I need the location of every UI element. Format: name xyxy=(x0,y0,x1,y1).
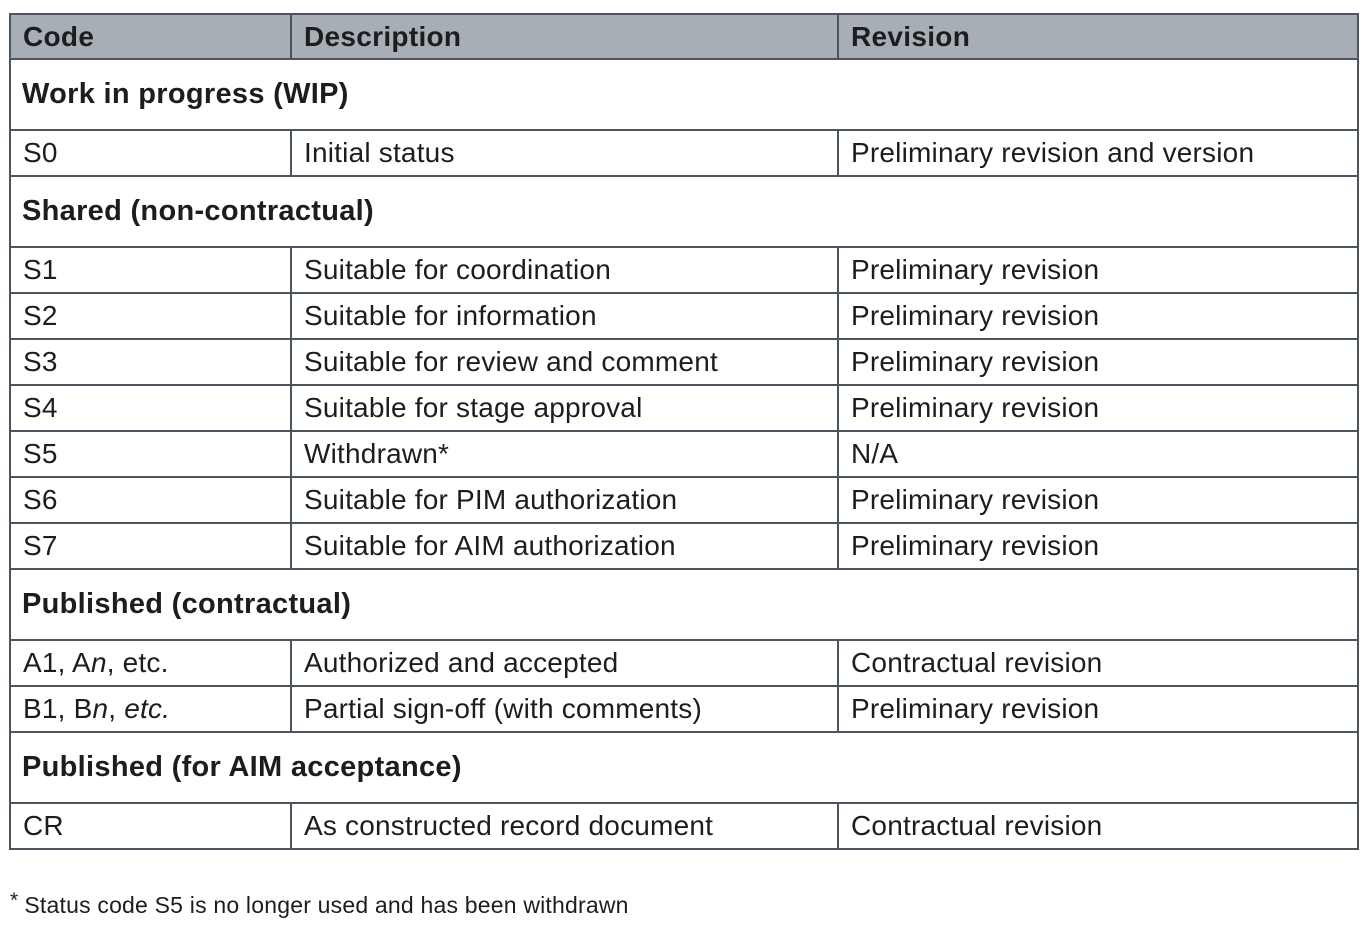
cell-code: S5 xyxy=(9,430,292,478)
cell-code: S4 xyxy=(9,384,292,432)
code-segment: S1 xyxy=(23,254,58,285)
cell-code: S7 xyxy=(9,522,292,570)
table-header-row: Code Description Revision xyxy=(9,13,1359,60)
cell-revision: Preliminary revision xyxy=(837,292,1359,340)
cell-description: Initial status xyxy=(290,129,839,177)
section-title: Shared (non-contractual) xyxy=(9,175,1359,248)
code-segment: S4 xyxy=(23,392,58,423)
code-segment: CR xyxy=(23,810,64,841)
section-header-row: Published (contractual) xyxy=(9,568,1359,641)
cell-description: Withdrawn* xyxy=(290,430,839,478)
cell-description: Suitable for PIM authorization xyxy=(290,476,839,524)
cell-revision: Preliminary revision and version xyxy=(837,129,1359,177)
cell-description: Suitable for review and comment xyxy=(290,338,839,386)
code-segment: S5 xyxy=(23,438,58,469)
cell-revision: Contractual revision xyxy=(837,802,1359,850)
code-segment: A1, A xyxy=(23,647,91,678)
section-header-row: Published (for AIM acceptance) xyxy=(9,731,1359,804)
footnote-text: Status code S5 is no longer used and has… xyxy=(24,892,629,918)
cell-description: Suitable for stage approval xyxy=(290,384,839,432)
cell-description: As constructed record document xyxy=(290,802,839,850)
section-title: Published (contractual) xyxy=(9,568,1359,641)
code-segment: , etc. xyxy=(106,647,169,678)
cell-description: Suitable for AIM authorization xyxy=(290,522,839,570)
cell-code: S6 xyxy=(9,476,292,524)
cell-revision: Preliminary revision xyxy=(837,522,1359,570)
cell-code: S1 xyxy=(9,246,292,294)
cell-revision: Preliminary revision xyxy=(837,246,1359,294)
table-row: S5 Withdrawn*N/A xyxy=(9,430,1359,478)
cell-revision: Preliminary revision xyxy=(837,685,1359,733)
code-segment: etc. xyxy=(124,693,171,724)
code-segment: S7 xyxy=(23,530,58,561)
footnote-asterisk: * xyxy=(10,889,19,912)
cell-code: CR xyxy=(9,802,292,850)
cell-revision: Preliminary revision xyxy=(837,476,1359,524)
cell-revision: Preliminary revision xyxy=(837,338,1359,386)
cell-revision: N/A xyxy=(837,430,1359,478)
cell-description: Partial sign-off (with comments) xyxy=(290,685,839,733)
section-title: Published (for AIM acceptance) xyxy=(9,731,1359,804)
code-segment: S6 xyxy=(23,484,58,515)
code-segment: B1, B xyxy=(23,693,93,724)
code-segment: n xyxy=(90,647,107,678)
section-header-row: Shared (non-contractual) xyxy=(9,175,1359,248)
cell-description: Suitable for information xyxy=(290,292,839,340)
section-title: Work in progress (WIP) xyxy=(9,58,1359,131)
code-segment: S0 xyxy=(23,137,58,168)
cell-description: Authorized and accepted xyxy=(290,639,839,687)
code-segment: n xyxy=(92,693,109,724)
cell-code: B1, Bn, etc. xyxy=(9,685,292,733)
status-codes-table: Code Description Revision Work in progre… xyxy=(9,13,1359,850)
table-row: B1, Bn, etc.Partial sign-off (with comme… xyxy=(9,685,1359,733)
cell-code: S0 xyxy=(9,129,292,177)
column-header-description: Description xyxy=(290,13,839,60)
section-header-row: Work in progress (WIP) xyxy=(9,58,1359,131)
cell-revision: Contractual revision xyxy=(837,639,1359,687)
cell-revision: Preliminary revision xyxy=(837,384,1359,432)
footnote: *Status code S5 is no longer used and ha… xyxy=(10,889,629,919)
cell-code: S3 xyxy=(9,338,292,386)
cell-description: Suitable for coordination xyxy=(290,246,839,294)
column-header-code: Code xyxy=(9,13,292,60)
code-segment: S2 xyxy=(23,300,58,331)
column-header-revision: Revision xyxy=(837,13,1359,60)
cell-code: A1, An, etc. xyxy=(9,639,292,687)
code-segment: S3 xyxy=(23,346,58,377)
cell-code: S2 xyxy=(9,292,292,340)
code-segment: , xyxy=(108,693,125,724)
